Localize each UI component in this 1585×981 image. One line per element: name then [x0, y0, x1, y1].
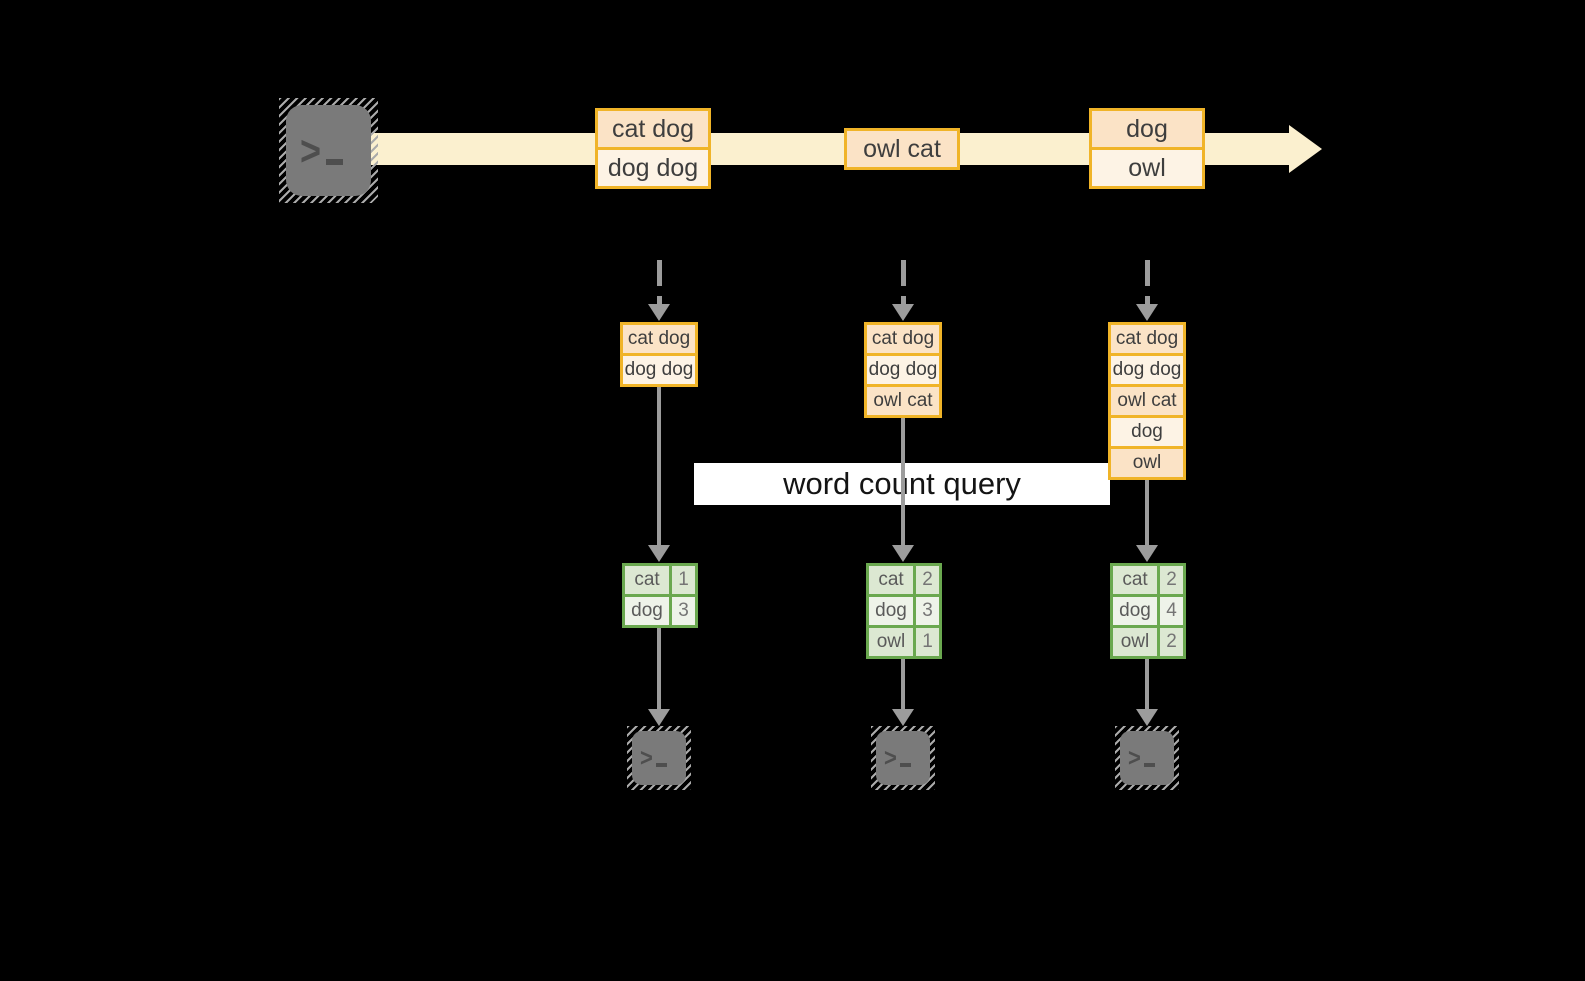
buffer-row: dog dog [867, 356, 939, 384]
table-cell-word: dog [869, 597, 913, 625]
connector-arrowhead [892, 709, 914, 726]
buffer-row: cat dog [867, 325, 939, 353]
event-row: owl [1092, 150, 1202, 186]
table-cell-word: cat [869, 566, 913, 594]
connector-line [657, 628, 661, 710]
sink-terminal-icon-1: > [627, 726, 691, 790]
stream-event-box-1: cat dog dog dog [595, 108, 711, 189]
event-row: owl cat [847, 131, 957, 167]
terminal-body: > [632, 731, 686, 785]
terminal-prompt-icon: > [640, 745, 667, 770]
source-terminal-icon: > [279, 98, 378, 203]
terminal-body: > [286, 105, 371, 196]
stream-event-box-2: owl cat [844, 128, 960, 170]
dashed-arrow-line-1 [657, 260, 662, 304]
buffer-row: cat dog [1111, 325, 1183, 353]
stream-arrowhead [1289, 125, 1322, 173]
table-cell-word: dog [625, 597, 669, 625]
wordcount-table-1: cat 1 dog 3 [622, 563, 698, 628]
buffer-row: dog dog [623, 356, 695, 384]
wordcount-table-2: cat 2 dog 3 owl 1 [866, 563, 942, 659]
event-row: dog dog [598, 150, 708, 186]
table-cell-count: 2 [1160, 566, 1183, 594]
buffer-row: owl cat [1111, 387, 1183, 415]
terminal-prompt-icon: > [1128, 745, 1155, 770]
event-row: cat dog [598, 111, 708, 147]
table-cell-count: 1 [672, 566, 695, 594]
table-cell-word: owl [1113, 628, 1157, 656]
table-cell-count: 2 [1160, 628, 1183, 656]
window-buffer-box-2: cat dog dog dog owl cat [864, 322, 942, 418]
buffer-row: dog dog [1111, 356, 1183, 384]
dashed-arrowhead-2 [892, 304, 914, 321]
buffer-row: cat dog [623, 325, 695, 353]
connector-line [1145, 659, 1149, 710]
event-row: dog [1092, 111, 1202, 147]
dashed-arrow-line-3 [1145, 260, 1150, 304]
buffer-row: dog [1111, 418, 1183, 446]
table-cell-word: cat [1113, 566, 1157, 594]
connector-line [1145, 480, 1149, 546]
buffer-row: owl [1111, 449, 1183, 477]
connector-line [901, 417, 905, 546]
stream-event-box-3: dog owl [1089, 108, 1205, 189]
terminal-body: > [876, 731, 930, 785]
table-cell-word: owl [869, 628, 913, 656]
connector-line [901, 659, 905, 710]
connector-arrowhead [1136, 709, 1158, 726]
sink-terminal-icon-3: > [1115, 726, 1179, 790]
connector-line [657, 387, 661, 546]
dashed-arrowhead-1 [648, 304, 670, 321]
terminal-body: > [1120, 731, 1174, 785]
table-cell-count: 3 [916, 597, 939, 625]
buffer-row: owl cat [867, 387, 939, 415]
table-cell-word: dog [1113, 597, 1157, 625]
terminal-prompt-icon: > [884, 745, 911, 770]
window-buffer-box-3: cat dog dog dog owl cat dog owl [1108, 322, 1186, 480]
dashed-arrowhead-3 [1136, 304, 1158, 321]
table-cell-word: cat [625, 566, 669, 594]
dashed-arrow-line-2 [901, 260, 906, 304]
window-buffer-box-1: cat dog dog dog [620, 322, 698, 387]
connector-arrowhead [892, 545, 914, 562]
wordcount-table-3: cat 2 dog 4 owl 2 [1110, 563, 1186, 659]
connector-arrowhead [648, 709, 670, 726]
table-cell-count: 4 [1160, 597, 1183, 625]
table-cell-count: 1 [916, 628, 939, 656]
table-cell-count: 2 [916, 566, 939, 594]
connector-arrowhead [1136, 545, 1158, 562]
sink-terminal-icon-2: > [871, 726, 935, 790]
terminal-prompt-icon: > [300, 129, 344, 171]
table-cell-count: 3 [672, 597, 695, 625]
connector-arrowhead [648, 545, 670, 562]
